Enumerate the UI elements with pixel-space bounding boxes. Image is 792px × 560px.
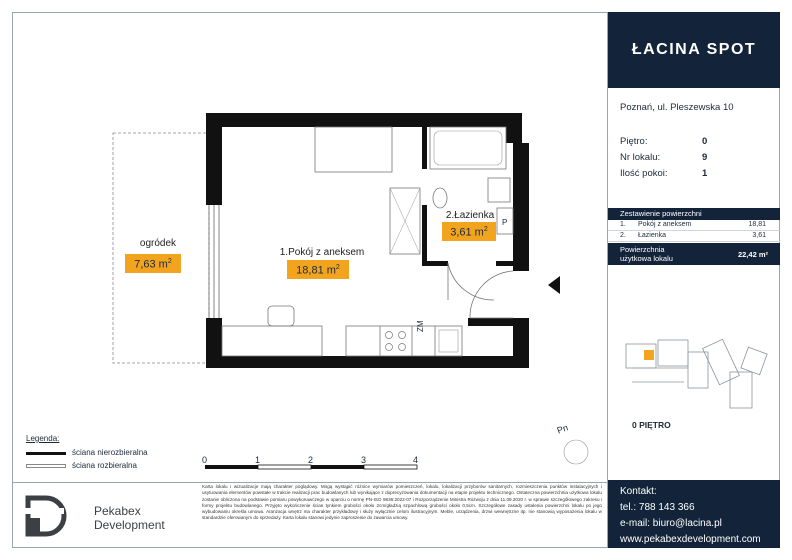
scale-label-3: 3	[361, 455, 367, 465]
room2-area: 3,61 m	[450, 226, 484, 239]
sup-unit: 2	[483, 226, 488, 233]
wardrobe	[389, 187, 421, 255]
info-unit-value: 9	[702, 152, 708, 163]
info-floor: Piętro: 0	[620, 136, 707, 147]
total-value: 22,42 m²	[737, 250, 768, 259]
contact-phone[interactable]: tel.: 788 143 366	[620, 502, 695, 513]
legend-title: Legenda:	[26, 434, 60, 443]
developer-line1: Pekabex	[94, 504, 141, 518]
summary-name: Łazienka	[638, 232, 667, 239]
legend-item-2: ściana rozbieralna	[72, 461, 137, 470]
desk	[221, 325, 323, 357]
toilet	[432, 187, 448, 209]
info-rooms-label: Ilość pokoi:	[620, 168, 668, 179]
garden-label: ogródek	[139, 238, 177, 249]
summary-value: 3,61	[752, 232, 766, 239]
floor-label: 0 PIĘTRO	[632, 420, 671, 430]
walls	[206, 113, 529, 368]
boiler-label: P	[502, 218, 508, 227]
kitchen-counter	[345, 325, 463, 357]
sheet-frame	[12, 12, 780, 548]
room2-area-badge: 3,61 m2	[442, 222, 496, 241]
room2-label: 2.Łazienka	[445, 210, 495, 221]
summary-row: 2. Łazienka 3,61	[608, 231, 780, 242]
building-keyplan	[625, 338, 768, 409]
summary-name: Pokój z aneksem	[638, 221, 692, 228]
sup-unit: 2	[167, 258, 172, 265]
scale-label-1: 1	[255, 455, 261, 465]
contact-web[interactable]: www.pekabexdevelopment.com	[620, 534, 761, 545]
entry-arrow-icon	[548, 276, 560, 294]
summary-no: 2.	[620, 232, 626, 239]
legend-item-1: ściana nierozbieralna	[72, 448, 148, 457]
info-floor-value: 0	[702, 136, 708, 147]
summary-no: 1.	[620, 221, 626, 228]
info-unit: Nr lokalu: 9	[620, 152, 707, 163]
info-unit-label: Nr lokalu:	[620, 152, 661, 163]
fridge-label: ZM	[416, 320, 425, 332]
boiler	[496, 207, 514, 235]
bath-door-swing	[447, 262, 495, 301]
contact-box: Kontakt: tel.: 788 143 366 e-mail: biuro…	[608, 480, 780, 548]
info-floor-label: Piętro:	[620, 136, 648, 147]
contact-title: Kontakt:	[620, 486, 657, 497]
sink	[487, 177, 511, 203]
pekabex-logo-icon	[24, 495, 67, 537]
legend-solid-line	[26, 452, 66, 455]
disclaimer-text: Karta lokalu i wizualizacje mają charakt…	[202, 484, 602, 521]
room1-label: 1.Pokój z aneksem	[279, 247, 365, 258]
developer-name: Pekabex Development	[94, 504, 165, 532]
info-rooms-value: 1	[702, 168, 708, 179]
scale-label-2: 2	[308, 455, 314, 465]
address: Poznań, ul. Pleszewska 10	[620, 102, 734, 113]
garden-area-badge: 7,63 m2	[125, 254, 181, 273]
footer-divider	[12, 482, 607, 483]
total-label-1: Powierzchnia	[620, 245, 665, 254]
total-label-2: użytkowa lokalu	[620, 254, 673, 263]
bed	[314, 126, 393, 173]
scale-and-north	[205, 438, 589, 470]
garden-area: 7,63 m	[134, 258, 168, 271]
unit-highlight	[644, 350, 654, 360]
chair	[267, 305, 295, 327]
floor-plan	[112, 113, 560, 368]
legend-hollow-line	[26, 464, 66, 468]
entry-door-swing	[469, 270, 514, 319]
developer-line2: Development	[94, 518, 165, 532]
contact-email[interactable]: e-mail: biuro@lacina.pl	[620, 518, 722, 529]
summary-value: 18,81	[748, 221, 766, 228]
scale-label-0: 0	[202, 455, 208, 465]
window-left	[208, 205, 220, 318]
summary-total: Powierzchnia użytkowa lokalu 22,42 m²	[608, 243, 780, 265]
bathtub	[429, 126, 507, 170]
room1-area-badge: 18,81 m2	[287, 260, 349, 279]
scale-label-4: 4	[413, 455, 419, 465]
brand-header: ŁACINA SPOT	[608, 12, 780, 88]
room1-area: 18,81 m	[296, 264, 336, 277]
summary-header: Zestawienie powierzchni	[608, 208, 780, 220]
info-rooms: Ilość pokoi: 1	[620, 168, 707, 179]
summary-row: 1. Pokój z aneksem 18,81	[608, 220, 780, 231]
brand-logo: ŁACINA SPOT	[631, 41, 757, 58]
info-panel: ŁACINA SPOT Poznań, ul. Pleszewska 10 Pi…	[607, 12, 780, 548]
sup-unit: 2	[335, 264, 340, 271]
